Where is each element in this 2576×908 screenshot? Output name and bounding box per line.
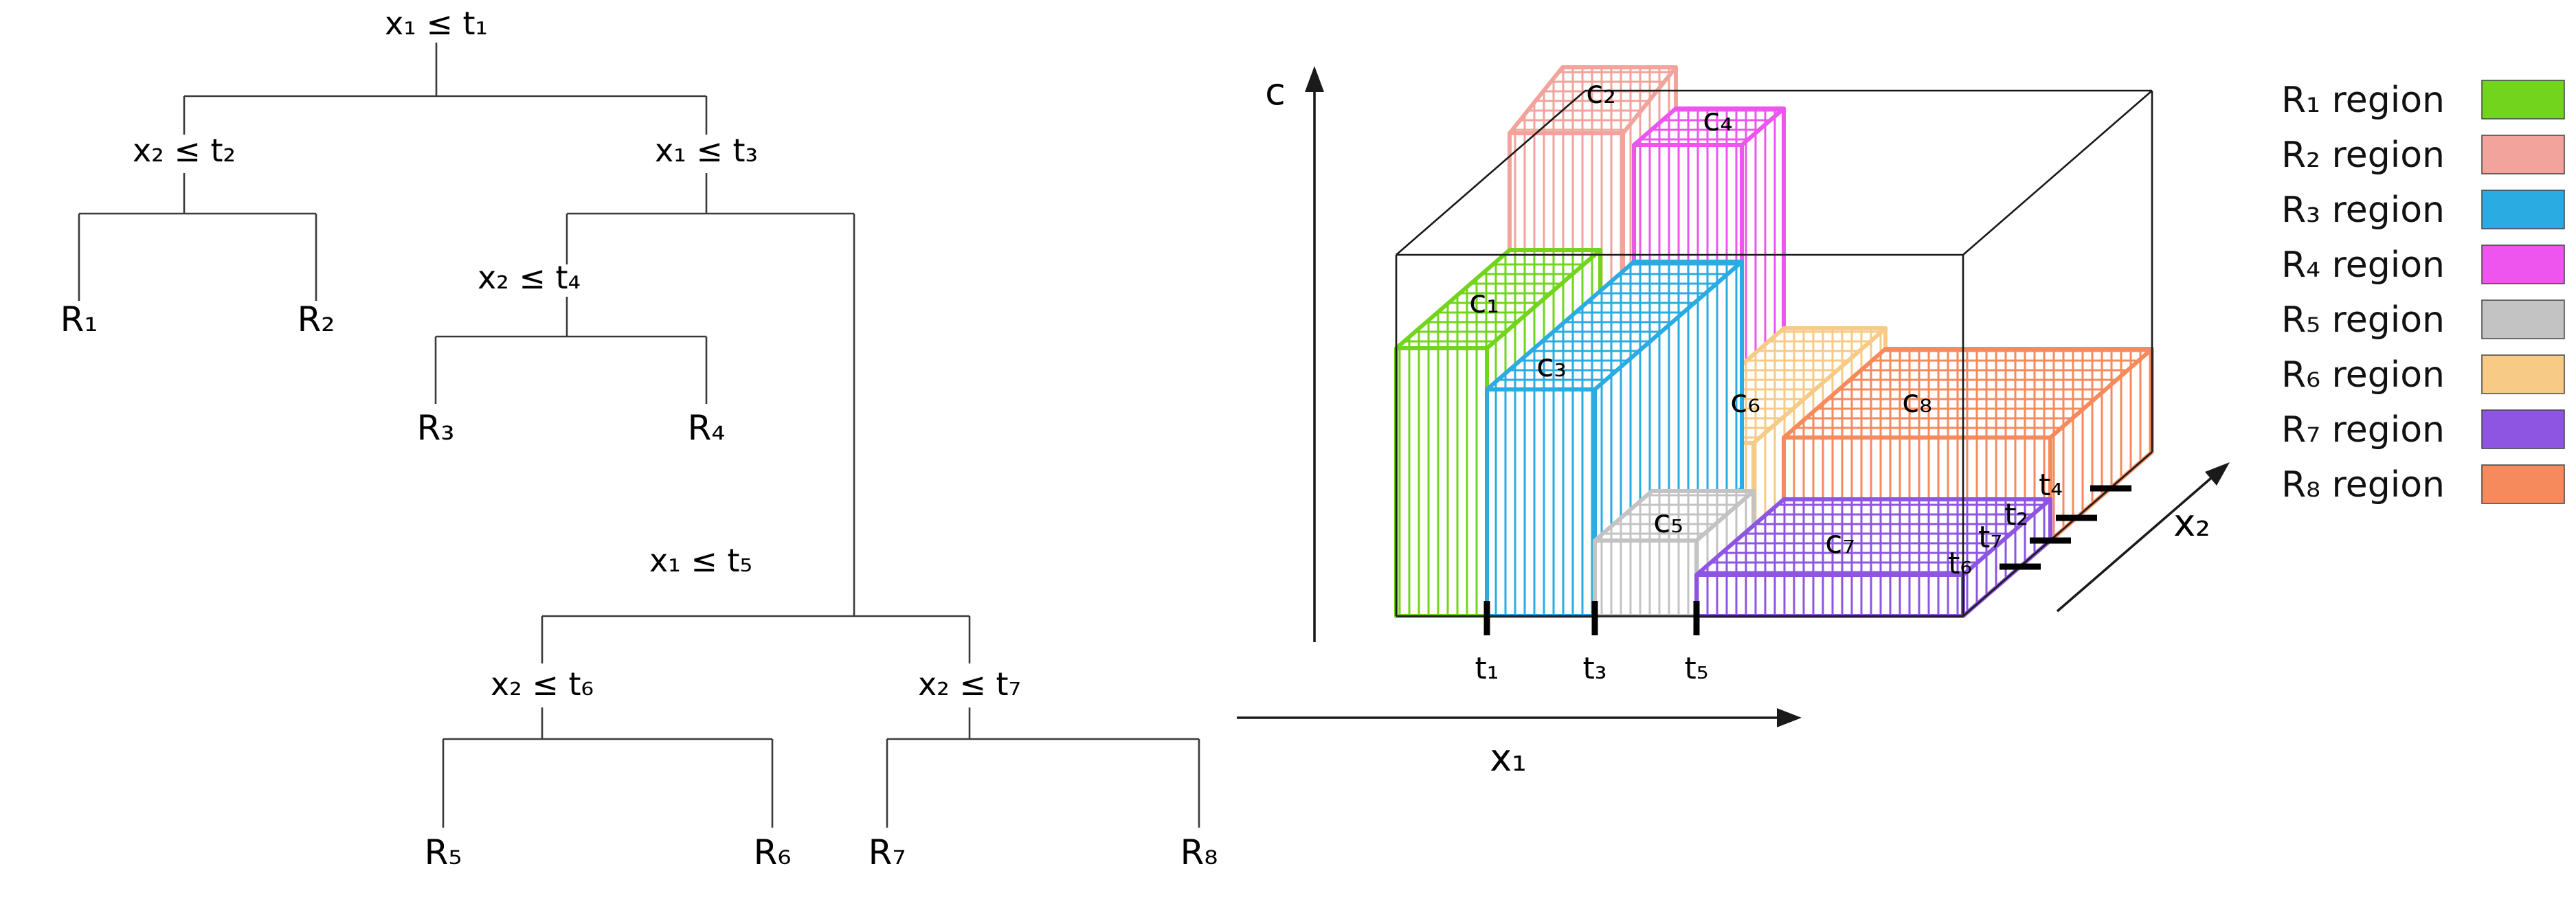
legend-swatch-r4 — [2481, 245, 2565, 284]
legend-swatch-r5 — [2481, 299, 2565, 339]
bar-c1-front-face — [1394, 346, 1489, 618]
bar-c7-front-face — [1694, 573, 1965, 618]
legend-label-r1: R₁ region — [2281, 80, 2445, 121]
legend: R₁ region R₂ region R₃ region R₄ region … — [2281, 80, 2565, 506]
bar-c7-top-face — [1694, 497, 2052, 577]
bar-c5-top-face — [1593, 489, 1756, 543]
bar-label-c8: c₈ — [1902, 383, 1932, 420]
legend-label-r7: R₇ region — [2281, 409, 2445, 451]
bar-label-c4: c₄ — [1703, 101, 1733, 138]
x2-tick-label-t7: t₇ — [1978, 520, 2002, 555]
3d-plot: c x₁ x₂ t₁ t₃ t₅ t₆ t₇ t₂ t₄ c₁ c₂ c₃ c₄… — [1237, 65, 2230, 780]
bar-c5-front-face — [1593, 538, 1699, 618]
bounding-cube — [1395, 89, 2153, 617]
legend-swatch-r8 — [2481, 464, 2565, 504]
legend-swatch-r1 — [2481, 80, 2565, 120]
legend-swatch-r7 — [2481, 409, 2565, 449]
legend-swatch-r2 — [2481, 135, 2565, 174]
tree-split-node-2: x₂ ≤ t₂ — [133, 132, 236, 169]
legend-swatch-r3 — [2481, 190, 2565, 229]
legend-label-r4: R₄ region — [2281, 245, 2445, 286]
legend-item-r1: R₁ region — [2281, 80, 2565, 121]
x2-axis-line — [2056, 477, 2213, 613]
bar-label-c3: c₃ — [1536, 347, 1567, 384]
tree-split-node-5: x₁ ≤ t₅ — [649, 542, 752, 579]
bar-label-c1: c₁ — [1469, 283, 1499, 320]
tree-edges — [78, 43, 1200, 828]
tree-leaf-r4: R₄ — [688, 408, 726, 448]
legend-label-r8: R₈ region — [2281, 464, 2445, 506]
tree-split-node-1: x₁ ≤ t₁ — [385, 5, 488, 42]
legend-item-r6: R₆ region — [2281, 354, 2565, 396]
bar-label-c6: c₆ — [1730, 383, 1760, 420]
tree-split-node-7: x₂ ≤ t₇ — [918, 666, 1021, 703]
x1-tick-label-t3: t₃ — [1583, 651, 1607, 686]
bar-label-c7: c₇ — [1825, 523, 1855, 560]
x2-axis-label: x₂ — [2173, 501, 2210, 545]
bar-c3-front-face — [1485, 387, 1597, 618]
x1-axis-arrowhead-icon — [1777, 708, 1802, 727]
tree-leaf-r7: R₇ — [869, 832, 906, 872]
tree-leaf-r5: R₅ — [425, 832, 462, 872]
x1-tick-label-t5: t₅ — [1685, 651, 1709, 686]
bar-c4-top-face — [1632, 106, 1786, 147]
x2-tick-label-t2: t₂ — [2004, 497, 2028, 532]
tree-leaf-r1: R₁ — [60, 299, 98, 339]
decision-tree: x₁ ≤ t₁ x₂ ≤ t₂ x₁ ≤ t₃ x₂ ≤ t₄ x₁ ≤ t₅ … — [60, 5, 1218, 872]
bar-c3-top-face — [1485, 260, 1744, 391]
legend-item-r2: R₂ region — [2281, 135, 2565, 176]
legend-item-r5: R₅ region — [2281, 299, 2565, 341]
legend-label-r5: R₅ region — [2281, 299, 2445, 341]
legend-swatch-r6 — [2481, 354, 2565, 394]
legend-item-r7: R₇ region — [2281, 409, 2565, 451]
legend-label-r3: R₃ region — [2281, 190, 2445, 231]
x2-tick-label-t6: t₆ — [1948, 546, 1972, 581]
c-axis-arrowhead-icon — [1305, 66, 1324, 92]
bar-c7 — [1694, 497, 2052, 618]
tree-leaf-r2: R₂ — [298, 299, 335, 339]
bar-label-c5: c₅ — [1653, 503, 1683, 540]
legend-label-r6: R₆ region — [2281, 354, 2445, 396]
bar-c2-top-face — [1508, 65, 1678, 135]
legend-label-r2: R₂ region — [2281, 135, 2445, 176]
legend-item-r8: R₈ region — [2281, 464, 2565, 506]
tree-leaf-r8: R₈ — [1180, 832, 1218, 872]
c-axis-label: c — [1265, 70, 1286, 113]
x2-tick-label-t4: t₄ — [2039, 468, 2063, 503]
bar-c1-top-face — [1394, 248, 1602, 350]
tree-leaf-r6: R₆ — [754, 832, 792, 872]
legend-item-r3: R₃ region — [2281, 190, 2565, 231]
tree-split-node-3: x₁ ≤ t₃ — [655, 132, 758, 169]
bar-label-c2: c₂ — [1586, 73, 1616, 111]
tree-leaf-r3: R₃ — [417, 408, 455, 448]
tree-split-node-6: x₂ ≤ t₆ — [491, 666, 594, 703]
x1-axis-label: x₁ — [1490, 736, 1527, 780]
tree-split-node-4: x₂ ≤ t₄ — [478, 259, 581, 296]
x1-tick-label-t1: t₁ — [1475, 651, 1499, 686]
x2-axis-arrowhead-icon — [2205, 462, 2230, 486]
legend-item-r4: R₄ region — [2281, 245, 2565, 286]
